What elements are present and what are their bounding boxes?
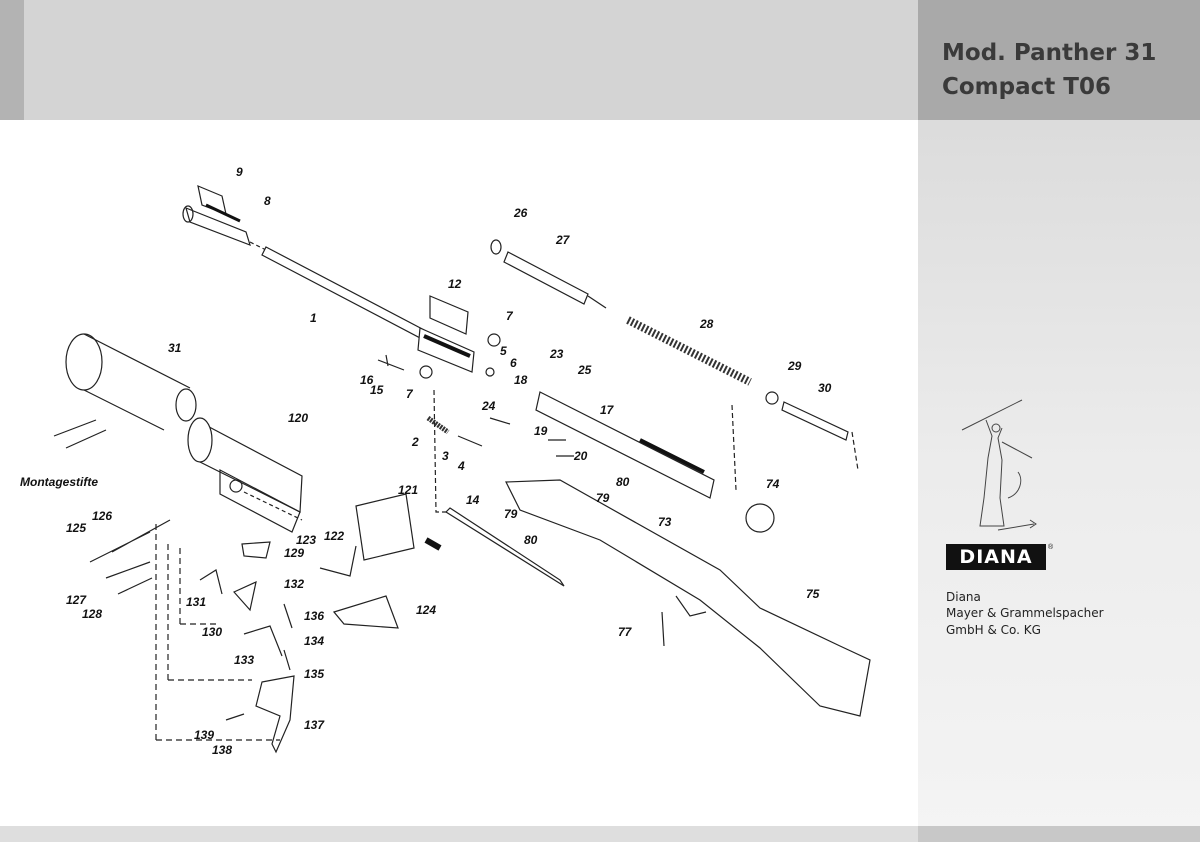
exploded-parts-diagram: 1 2 3 4 5 6 7 7 8 9 12 14 15 16 17 18 19… (20, 165, 871, 757)
part-number: 73 (658, 515, 672, 529)
barrel-part (261, 246, 429, 341)
header-band (0, 0, 918, 120)
header-accent (0, 0, 24, 120)
part-number: 79 (596, 491, 610, 505)
part-number: 18 (514, 373, 528, 387)
part-number: 3 (442, 449, 449, 463)
registered-mark-icon: ® (1048, 544, 1054, 551)
part-number: 24 (481, 399, 496, 413)
part-number: 9 (236, 165, 243, 179)
montage-label: Montagestifte (20, 475, 98, 489)
receiver-cylinder-part (65, 333, 197, 431)
part-number: 136 (304, 609, 324, 623)
part-number: 129 (284, 546, 304, 560)
part-number: 133 (234, 653, 254, 667)
footer-band (0, 826, 918, 842)
part-number: 12 (448, 277, 462, 291)
part-number: 30 (818, 381, 832, 395)
part-number: 7 (406, 387, 414, 401)
model-subtitle: Compact T06 (942, 74, 1111, 100)
part-number: 77 (618, 625, 633, 639)
stock-part (505, 479, 871, 717)
part-number: 29 (787, 359, 802, 373)
company-line-3: GmbH & Co. KG (946, 623, 1041, 637)
part-number: 120 (288, 411, 308, 425)
part-number: 14 (466, 493, 480, 507)
part-number: 135 (304, 667, 324, 681)
title-box (918, 0, 1200, 120)
part-number: 5 (500, 344, 507, 358)
trigger-part (255, 675, 295, 754)
part-number: 134 (304, 634, 324, 648)
model-title: Mod. Panther 31 (942, 40, 1157, 66)
part-number: 23 (549, 347, 564, 361)
part-number: 127 (66, 593, 87, 607)
part-number: 7 (506, 309, 514, 323)
part-number: 1 (310, 311, 317, 325)
compression-tube-part (535, 391, 715, 499)
footer-accent (918, 826, 1200, 842)
part-number: 138 (212, 743, 232, 757)
part-number: 2 (411, 435, 419, 449)
part-number: 31 (168, 341, 182, 355)
side-panel (918, 0, 1200, 842)
diana-figure-icon (961, 399, 1037, 531)
part-number: 131 (186, 595, 206, 609)
part-number: 4 (457, 459, 465, 473)
part-number: 80 (616, 475, 630, 489)
part-number: 25 (577, 363, 592, 377)
part-number: 26 (513, 206, 528, 220)
part-number: 123 (296, 533, 316, 547)
part-number: 6 (510, 356, 517, 370)
front-sight-part (182, 185, 251, 247)
part-number: 125 (66, 521, 86, 535)
part-number: 130 (202, 625, 222, 639)
part-number: 20 (573, 449, 588, 463)
part-number: 80 (524, 533, 538, 547)
part-number: 122 (324, 529, 344, 543)
part-number: 79 (504, 507, 518, 521)
part-number: 126 (92, 509, 112, 523)
part-number: 74 (766, 477, 780, 491)
diana-logo: DIANA (946, 544, 1046, 570)
part-number: 121 (398, 483, 418, 497)
part-number: 137 (304, 718, 325, 732)
part-number: 132 (284, 577, 304, 591)
part-number: 28 (699, 317, 714, 331)
part-number: 124 (416, 603, 436, 617)
part-number: 8 (264, 194, 271, 208)
part-number: 139 (194, 728, 214, 742)
part-number: 19 (534, 424, 548, 438)
part-number: 75 (806, 587, 820, 601)
company-line-2: Mayer & Grammelspacher (946, 606, 1104, 620)
company-name: Diana (946, 590, 981, 604)
part-number: 17 (600, 403, 615, 417)
part-number: 128 (82, 607, 102, 621)
part-number: 16 (360, 373, 374, 387)
part-number: 15 (370, 383, 384, 397)
part-number: 27 (555, 233, 571, 247)
